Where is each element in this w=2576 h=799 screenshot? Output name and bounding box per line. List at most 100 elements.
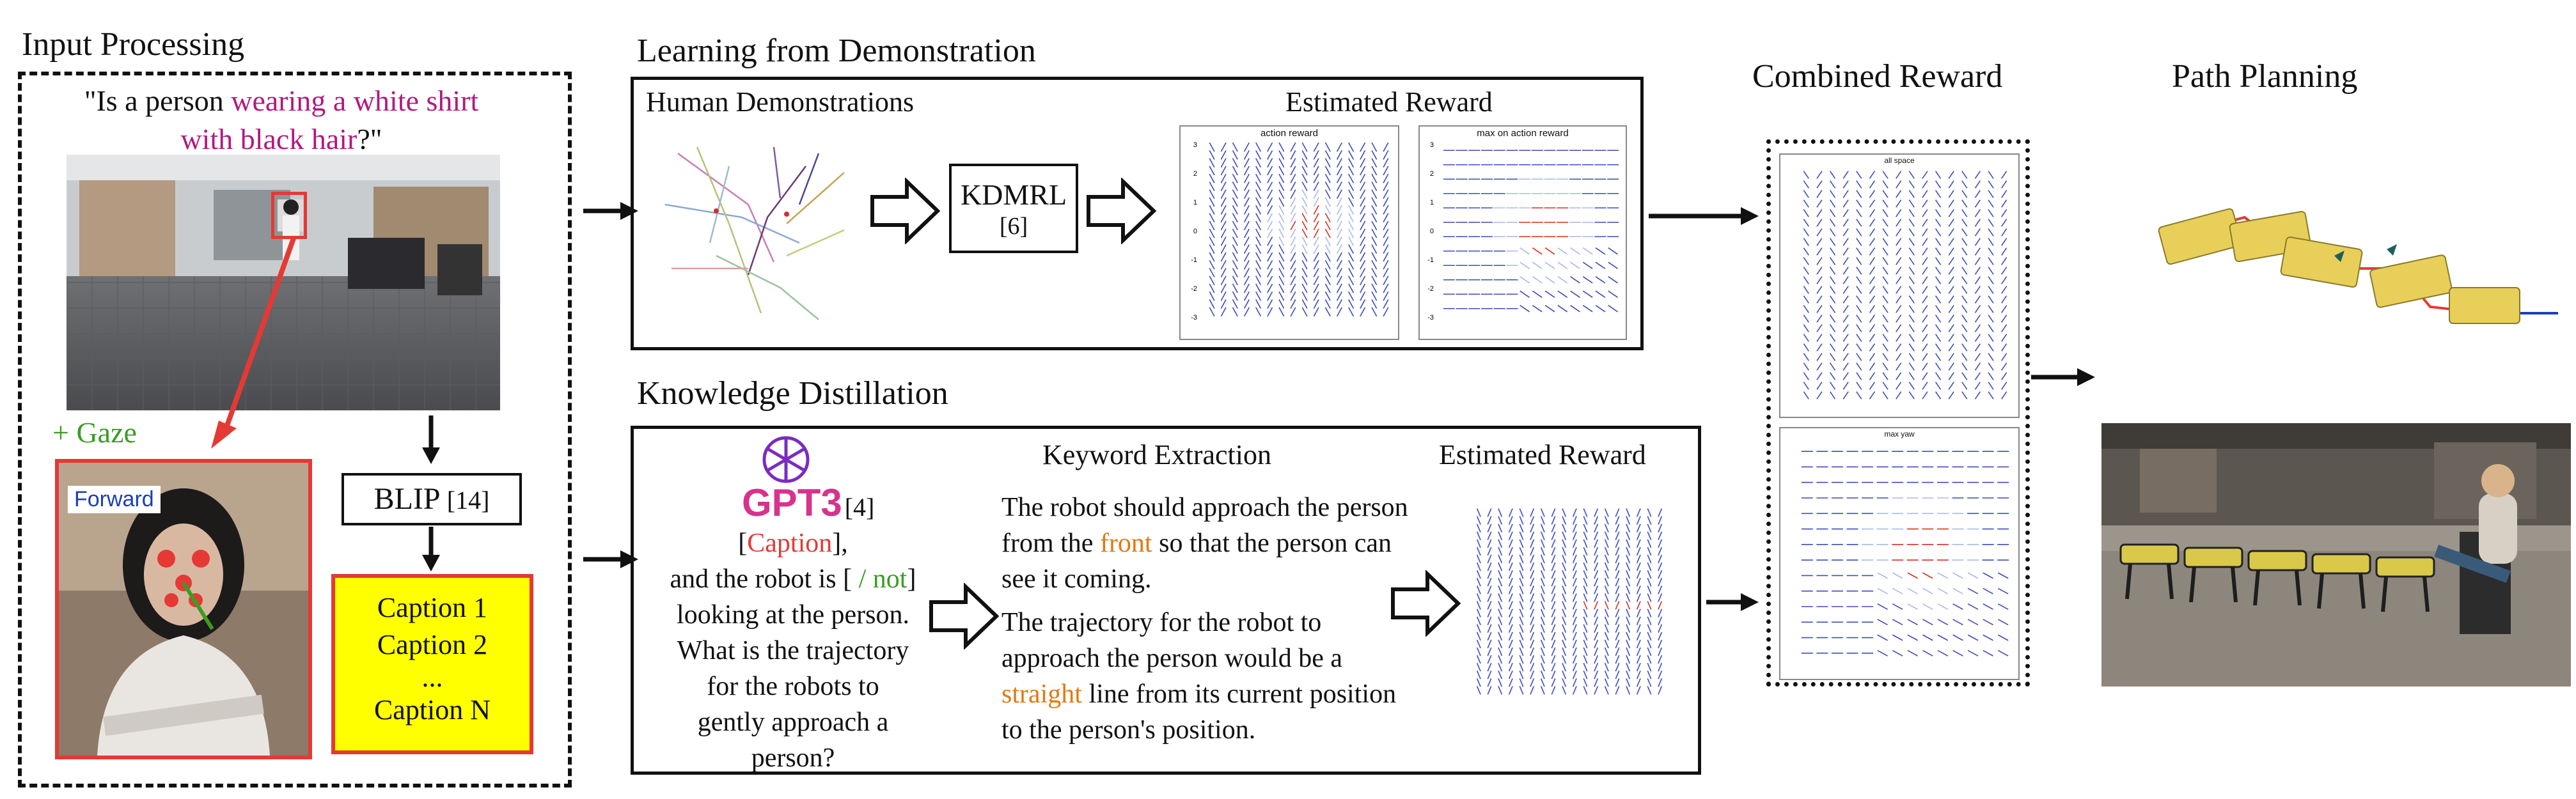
quiver-arrow [1540,616,1545,625]
hollow-arrow-to-kd-reward [1391,570,1461,637]
quiver-arrow [1487,616,1492,625]
quiver-arrow [1519,570,1524,579]
quiver-arrow [1988,180,1994,189]
quiver-arrow [1988,334,1994,342]
kd-reward-plot [1467,502,1672,701]
quiver-arrow [1604,531,1609,541]
quiver-arrow [1348,275,1355,286]
quiver-arrow [1562,586,1567,594]
quiver-arrow [1487,624,1492,633]
quiver-arrow [1647,586,1652,594]
quiver-arrow [1519,601,1524,610]
openai-logo-icon [762,436,810,483]
quiver-arrow [1243,244,1250,254]
quiver-arrow [1508,570,1513,579]
quiver-arrow [1540,662,1545,672]
quiver-arrow [1816,324,1823,332]
quiver-arrow [1626,508,1631,517]
quiver-arrow [1882,324,1889,332]
quiver-arrow [1324,166,1331,176]
quiver-arrow [1896,238,1902,246]
quiver-arrow [1594,570,1599,579]
quiver-arrow [1498,624,1503,633]
quiver-arrow [2001,295,2007,304]
quiver-arrow [1532,247,1543,255]
quiver-arrow [1937,649,1949,656]
quiver-arrow [1498,562,1503,571]
quiver-arrow [1562,624,1567,633]
quiver-arrow [1232,260,1238,270]
quiver-arrow [1371,150,1378,160]
quiver-arrow [1371,221,1378,231]
quiver-arrow [1604,662,1609,672]
quiver-arrow [1882,171,1889,179]
quiver-arrow [1278,205,1285,215]
quiver-arrow [1508,562,1513,571]
quiver-arrow [1290,307,1296,317]
quiver-arrow [1626,678,1631,687]
quiver-arrow [1301,307,1308,317]
quiver-arrow [1594,624,1599,633]
quiver-arrow [1383,244,1389,254]
quiver-arrow [1882,199,1889,208]
quiver-arrow [1301,189,1308,199]
quiver-arrow [1209,244,1215,254]
quiver-arrow [1604,539,1609,548]
quiver-arrow [1856,334,1862,342]
quiver-arrow [1562,639,1567,649]
quiver-arrow [1636,539,1641,548]
quiver-arrow [1595,305,1606,313]
quiver-arrow [1371,142,1378,152]
quiver-arrow [1498,586,1503,594]
quiver-arrow [1892,572,1903,579]
quiver-arrow [1371,228,1378,238]
quiver-arrow [1360,197,1366,207]
quiver-arrow [2001,382,2007,390]
quiver-arrow [1324,244,1331,254]
quiver-arrow [1636,686,1641,695]
quiver-arrow [1647,601,1652,610]
quiver-arrow [1856,199,1862,208]
quiver-arrow [1562,554,1567,564]
quiver-arrow [1383,166,1389,176]
quiver-arrow [1336,213,1342,222]
quiver-arrow [1209,260,1215,270]
quiver-arrow [1937,572,1949,579]
quiver-arrow [1220,268,1227,277]
quiver-arrow [1803,314,1809,323]
quiver-arrow [1948,353,1954,361]
quiver-arrow [1360,299,1366,309]
quiver-arrow [1636,678,1641,687]
quiver-arrow [1829,238,1836,246]
quiver-arrow [1842,180,1849,189]
quiver-arrow [1935,343,1942,352]
quiver-arrow [1961,247,1968,256]
quiver-arrow [1313,150,1319,160]
y-tick-label: -3 [1427,314,1434,322]
quiver-arrow [1301,158,1308,168]
quiver-arrow [1336,260,1342,270]
quiver-arrow [1209,275,1215,286]
quiver-arrow [1562,539,1567,548]
quiver-arrow [1519,578,1524,587]
quiver-arrow [1313,213,1319,222]
quiver-arrow [1267,173,1273,183]
quiver-arrow [1961,305,1968,313]
quiver-arrow [1594,647,1599,656]
quiver-arrow [1988,247,1994,256]
quiver-arrow [1220,275,1227,286]
quiver-arrow [1636,593,1641,602]
quiver-arrow [1476,671,1481,679]
human-demos-trajectories [664,146,845,320]
quiver-arrow [1937,634,1949,641]
quiver-arrow [2001,276,2007,284]
quiver-arrow [1519,524,1524,532]
quiver-arrow [1952,572,1963,579]
quiver-arrow [1313,189,1319,199]
quiver-arrow [1922,634,1933,641]
quiver-arrow [1383,237,1389,246]
quiver-arrow [1519,539,1524,548]
quiver-arrow [1540,647,1545,656]
quiver-arrow [1974,171,1981,179]
quiver-arrow [1232,142,1238,152]
